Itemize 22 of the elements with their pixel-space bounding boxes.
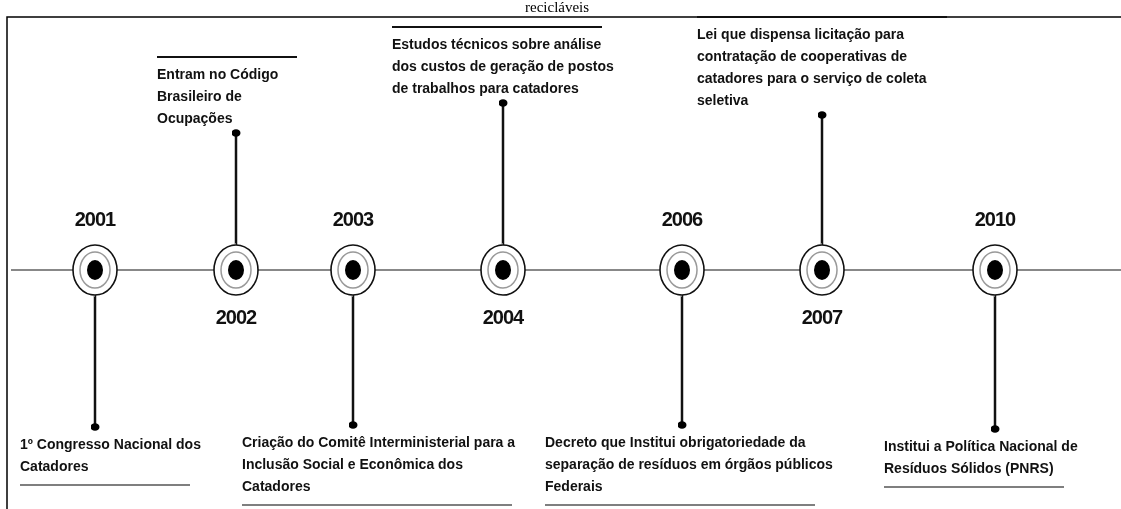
year-label: 2007 <box>800 306 844 329</box>
leader-line <box>90 295 100 431</box>
event-description: Estudos técnicos sobre análise dos custos de geração de postos de trabalhos para catadores <box>392 35 615 98</box>
leader-line <box>498 99 508 245</box>
year-label: 2010 <box>973 208 1017 231</box>
event-description: Lei que dispensa licitação para contratação de cooperativas de catadores para o serviço de coleta seletiva <box>697 25 928 110</box>
year-label: 2003 <box>331 208 375 231</box>
event-description: Institui a Política Nacional de Resíduos Sólidos (PNRS) <box>884 437 1079 478</box>
leader-line <box>348 295 358 429</box>
event-description: 1º Congresso Nacional dos Catadores <box>20 435 202 476</box>
year-label: 2006 <box>660 208 704 231</box>
cut-off-heading: recicláveis <box>525 0 590 15</box>
event-description: Entram no Código Brasileiro de Ocupações <box>157 65 280 128</box>
year-label: 2001 <box>73 208 117 231</box>
year-label: 2002 <box>214 306 258 329</box>
leader-line <box>990 295 1000 433</box>
event-description: Decreto que Institui obrigatoriedade da separação de resíduos em órgãos públicos Federais <box>545 433 834 496</box>
leader-line <box>231 129 241 245</box>
year-label: 2004 <box>481 306 525 329</box>
leader-line <box>677 295 687 429</box>
event-description: Criação do Comitê Interministerial para a Inclusão Social e Econômica dos Catadores <box>242 433 517 496</box>
leader-line <box>817 111 827 245</box>
